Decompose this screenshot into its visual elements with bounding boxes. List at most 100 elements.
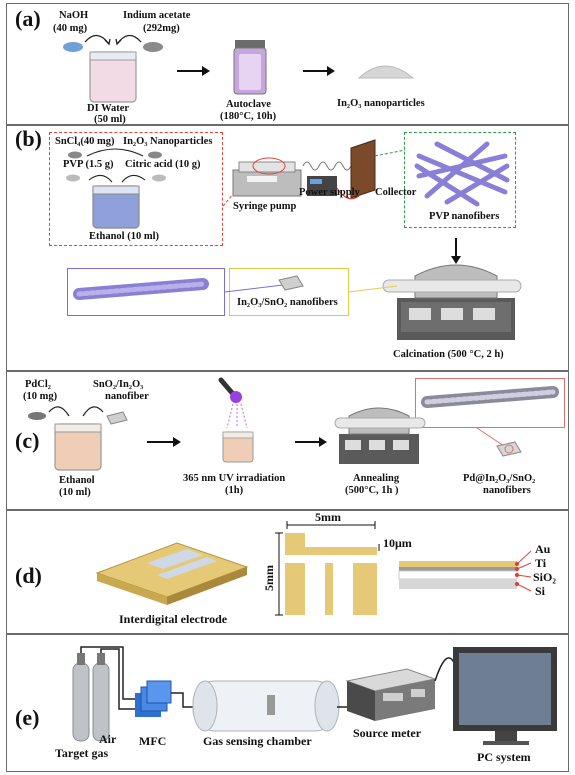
electrospinning-jet-icon xyxy=(302,161,352,171)
power-supply-label: Power supply xyxy=(299,187,360,198)
width-dimension-label: 5mm xyxy=(315,510,341,524)
pdcl2-mass: (10 mg) xyxy=(23,391,58,402)
source-meter-icon xyxy=(345,668,437,721)
panel-a: (a) NaOH (40 mg) Indium acetate (292mg) … xyxy=(6,3,569,125)
pc-system-label: PC system xyxy=(477,750,531,764)
nanoparticle-pile-icon xyxy=(357,65,415,79)
panel-d-label: (d) xyxy=(15,563,42,588)
syringe-pump-label: Syringe pump xyxy=(233,201,297,212)
product-fiber-zoom-box xyxy=(415,378,565,428)
panel-d-graphics xyxy=(95,521,532,616)
uv-lamp-icon xyxy=(218,377,248,429)
pvp-nanofiber-mesh-icon xyxy=(414,141,510,207)
panel-e-graphics xyxy=(72,646,557,745)
pvp-nanofibers-label: PVP nanofibers xyxy=(429,211,500,222)
panel-d: (d) 5mm 5mm 10μm Interdigital electrode … xyxy=(6,510,569,634)
fiber-sample-box xyxy=(229,268,349,316)
in2o3-nanoparticles-label: In₂O₃ nanoparticles xyxy=(337,98,425,109)
annealing-label: Annealing xyxy=(353,473,400,484)
naoh-mass-label: (40 mg) xyxy=(53,23,88,34)
mfc-label: MFC xyxy=(139,734,167,748)
indium-acetate-label: Indium acetate xyxy=(123,10,191,21)
tube-furnace-icon xyxy=(382,264,522,340)
panel-b-label: (b) xyxy=(15,126,42,151)
indium-powder-icon xyxy=(143,42,163,52)
precursor-solution-box xyxy=(49,132,223,246)
calcination-label: Calcination (500 °C, 2 h) xyxy=(393,349,504,360)
single-fiber-zoom-box xyxy=(67,268,225,316)
curved-arrow-icon xyxy=(82,406,104,417)
annealing-furnace-icon xyxy=(334,407,426,464)
indium-mass-label: (292mg) xyxy=(143,23,180,34)
pc-monitor-icon xyxy=(453,647,557,745)
collector-icon xyxy=(350,139,376,199)
electrode-layout-icon xyxy=(285,533,377,615)
panel-c-graphics xyxy=(28,377,559,471)
interdigital-electrode-icon xyxy=(95,542,249,605)
naoh-powder-icon xyxy=(63,42,83,52)
layer-sio2-label: SiO₂ xyxy=(533,570,556,584)
gap-dimension-label: 10μm xyxy=(383,536,412,550)
process-arrow-icon xyxy=(451,238,461,264)
single-fiber-icon xyxy=(73,278,209,300)
air-label: Air xyxy=(99,732,117,746)
panel-a-graphics xyxy=(63,34,415,103)
pd-product-label-2: nanofibers xyxy=(483,485,531,496)
layer-au-label: Au xyxy=(535,542,551,556)
gas-sensing-chamber-label: Gas sensing chamber xyxy=(203,734,312,748)
curved-arrow-icon xyxy=(121,174,146,183)
citric-acid-label: Citric acid (10 g) xyxy=(125,159,201,170)
pdcl2-label: PdCl₂ xyxy=(25,379,51,390)
in2o3-sno2-nanofibers-label: In₂O₃/SnO₂ nanofibers xyxy=(237,297,338,308)
panel-c-label: (c) xyxy=(15,428,40,453)
panel-b: (b) SnCl₄(40 mg) In₂O₃ Nanoparticles PVP… xyxy=(6,125,569,371)
pvp-label: PVP (1.5 g) xyxy=(63,159,114,170)
interdigital-electrode-label: Interdigital electrode xyxy=(119,612,228,626)
mfc-icon xyxy=(135,680,172,717)
height-dimension-label: 5mm xyxy=(262,565,276,591)
process-arrow-icon xyxy=(303,66,335,76)
layer-stack-icon xyxy=(398,561,518,589)
source-meter-label: Source meter xyxy=(353,726,422,740)
sncl4-label: SnCl₄(40 mg) xyxy=(55,136,115,147)
pvp-nanofibers-box xyxy=(404,132,516,228)
panel-a-label: (a) xyxy=(15,6,41,31)
autoclave-conditions: (180°C, 10h) xyxy=(220,111,277,122)
beaker-icon xyxy=(89,51,137,103)
panel-e-label: (e) xyxy=(15,705,40,730)
curved-arrow-icon xyxy=(86,148,144,157)
collector-label: Collector xyxy=(375,187,417,198)
curved-arrow-icon xyxy=(48,406,70,417)
process-arrow-icon xyxy=(147,437,181,447)
di-water-label: DI Water xyxy=(87,103,130,114)
in2o3-nanoparticles-label: In₂O₃ Nanoparticles xyxy=(123,136,213,147)
naoh-label: NaOH xyxy=(59,10,89,21)
uv-beaker-icon xyxy=(222,431,254,463)
pd-sample-icon xyxy=(496,441,522,457)
gas-sensing-chamber-icon xyxy=(192,680,340,732)
gas-cylinder-icon xyxy=(92,653,110,742)
autoclave-icon xyxy=(233,40,267,95)
annealing-conditions: (500°C, 1h ) xyxy=(345,485,399,496)
ethanol-beaker-icon xyxy=(92,185,140,229)
pd-product-label: Pd@In₂O₃/SnO₂ xyxy=(463,473,536,484)
power-supply-icon xyxy=(307,176,337,196)
nanofiber-label: nanofiber xyxy=(105,391,149,402)
ethanol-label: Ethanol xyxy=(59,475,95,486)
target-gas-label: Target gas xyxy=(55,746,109,760)
sno2-in2o3-label: SnO₂/In₂O₃ xyxy=(93,379,144,390)
pd-nanofiber-icon xyxy=(421,386,559,408)
panel-e: (e) Air Target gas MFC Gas sensing chamb… xyxy=(6,634,569,772)
ethanol-label: Ethanol (10 ml) xyxy=(89,231,160,242)
gas-cylinder-icon xyxy=(72,653,90,742)
ethanol-beaker-icon xyxy=(54,423,102,471)
syringe-pump-icon xyxy=(232,161,302,197)
nanofiber-sample-icon xyxy=(278,275,304,291)
process-arrow-icon xyxy=(177,66,210,76)
process-arrow-icon xyxy=(295,437,327,447)
pdcl2-powder-icon xyxy=(28,412,46,420)
layer-ti-label: Ti xyxy=(535,556,547,570)
nanofiber-sample-icon xyxy=(106,411,128,425)
uv-time-label: (1h) xyxy=(225,485,244,496)
curved-arrow-icon xyxy=(88,174,113,183)
